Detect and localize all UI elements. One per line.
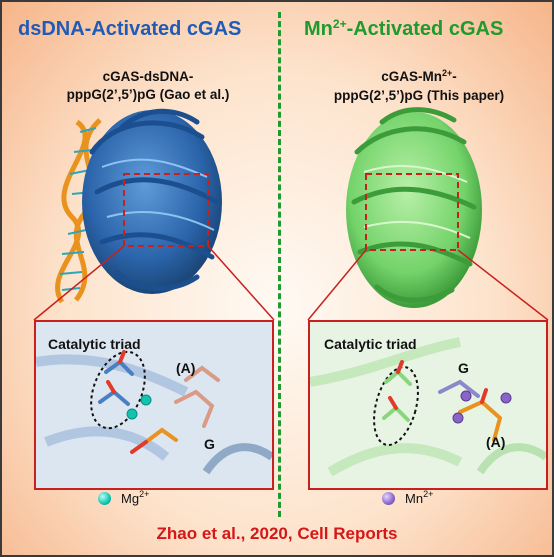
mn-ion-icon [382,492,395,505]
subtitle-left: cGAS-dsDNA- pppG(2’,5’)pG (Gao et al.) [32,68,264,104]
label-g-right: G [458,360,469,376]
zoom-line-right-a [307,249,367,321]
zoom-line-left-a [33,245,125,321]
subtitle-right-prefix: cGAS-Mn [381,69,442,84]
subtitle-right-sup: 2+ [441,68,453,78]
mg-ions-left [126,394,152,420]
panel-divider [278,12,281,517]
title-mn-activated: Mn2+-Activated cGAS [304,17,504,41]
catalytic-triad-ring-right [373,366,419,446]
subtitle-right: cGAS-Mn2+- pppG(2’,5’)pG (This paper) [294,68,544,105]
active-site-right-art [310,337,546,477]
zoom-box-left [123,173,209,247]
protein-ribbon-blue-icon [82,108,222,294]
label-g-left: G [204,436,215,452]
mn-ions-right [452,390,512,424]
mg-ion-icon [98,492,111,505]
subtitle-right-line1: cGAS-Mn2+- [294,68,544,87]
zoom-box-right [365,173,459,251]
catalytic-triad-ring-left [90,350,146,430]
title-dsdna-activated: dsDNA-Activated cGAS [18,18,241,41]
active-site-left-art [36,350,272,475]
label-a-right: (A) [486,434,506,450]
catalytic-triad-label-left: Catalytic triad [48,336,141,352]
subtitle-left-line1: cGAS-dsDNA- [102,69,194,84]
legend-mg-text: Mg [121,491,140,506]
citation: Zhao et al., 2020, Cell Reports [156,524,398,543]
title-right-prefix: Mn [304,18,333,40]
title-left-text: dsDNA-Activated cGAS [18,18,242,40]
subtitle-right-suffix: - [452,69,457,84]
legend-mn-text: Mn [405,491,424,506]
zoom-line-right-b [457,249,549,321]
subtitle-right-line2: pppG(2’,5’)pG (This paper) [333,88,505,103]
zoom-line-left-b [207,245,275,321]
title-right-suffix: -Activated cGAS [346,18,504,40]
title-right-sup: 2+ [332,17,347,31]
callout-left: Catalytic triad (A) G [34,320,274,490]
callout-right: Catalytic triad G (A) [308,320,548,490]
legend-mg-charge: 2+ [139,488,150,499]
label-a-left: (A) [176,360,196,376]
legend-mn-charge: 2+ [423,488,434,499]
subtitle-left-line2: pppG(2’,5’)pG (Gao et al.) [66,87,230,102]
catalytic-triad-label-right: Catalytic triad [324,336,417,352]
